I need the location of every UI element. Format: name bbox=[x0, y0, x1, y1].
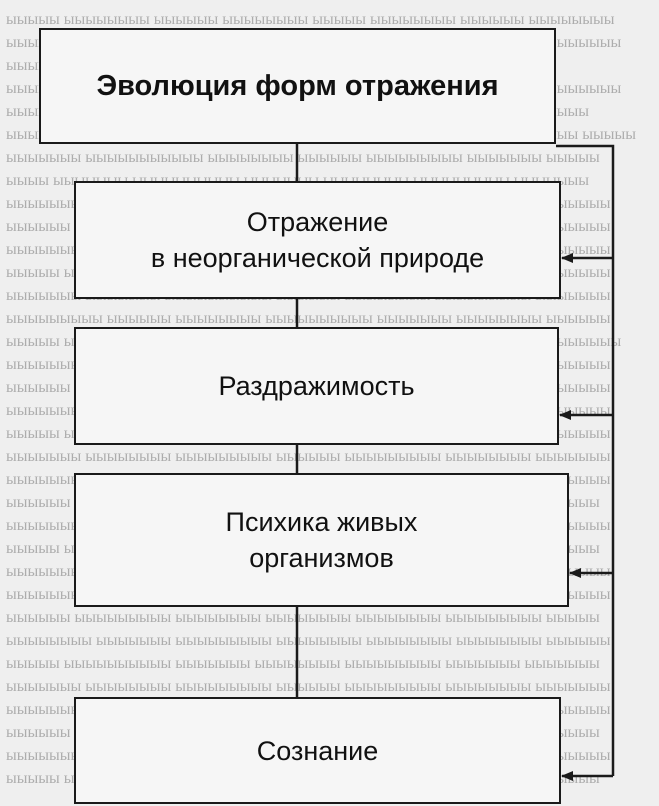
stage-box-irritability: Раздражимость bbox=[74, 327, 559, 445]
stage-label-line: в неорганической природе bbox=[150, 243, 485, 273]
stage-box-consciousness: Сознание bbox=[74, 697, 561, 804]
stage-label-line: Сознание bbox=[256, 735, 379, 766]
title-box: Эволюция форм отражения bbox=[39, 28, 556, 144]
stage-label-line: Отражение bbox=[246, 207, 389, 237]
stage-box-inorganic: Отражение в неорганической природе bbox=[74, 181, 561, 299]
stage-label-line: Раздражимость bbox=[218, 371, 415, 401]
stage-label-line: Психика живых bbox=[225, 507, 418, 537]
diagram-title: Эволюция форм отражения bbox=[96, 70, 499, 102]
right-feeder-line bbox=[556, 144, 615, 776]
stage-label-line: организмов bbox=[249, 543, 394, 573]
stage-box-psyche: Психика живых организмов bbox=[74, 473, 569, 607]
